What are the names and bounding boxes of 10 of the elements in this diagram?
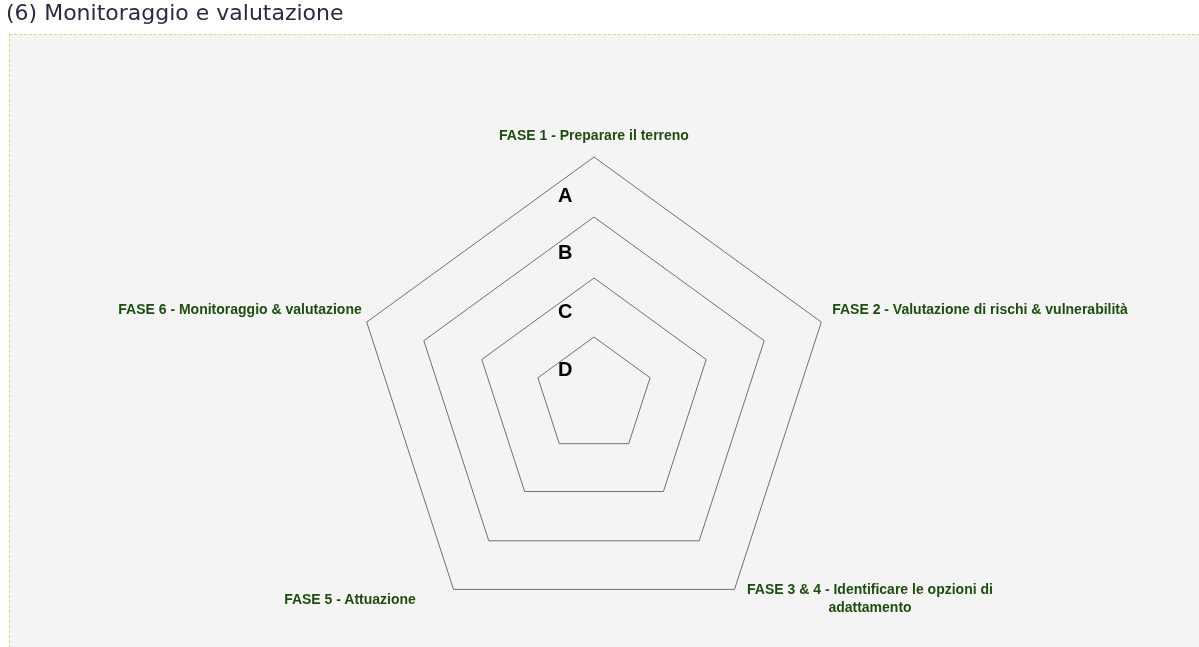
axis-label: FASE 2 - Valutazione di rischi & vulnerabilità (831, 300, 1129, 318)
level-label: A (558, 184, 573, 207)
axis-label: FASE 3 & 4 - Identificare le opzioni di adattamento (746, 580, 994, 616)
axis-label: FASE 1 - Preparare il terreno (498, 126, 690, 144)
level-label: B (558, 241, 573, 264)
level-label: D (558, 358, 573, 381)
level-label: C (558, 300, 573, 323)
heading: (6) Monitoraggio e valutazione (6, 0, 344, 25)
axis-label: FASE 6 - Monitoraggio & valutazione (117, 300, 363, 318)
axis-label: FASE 5 - Attuazione (283, 590, 417, 608)
